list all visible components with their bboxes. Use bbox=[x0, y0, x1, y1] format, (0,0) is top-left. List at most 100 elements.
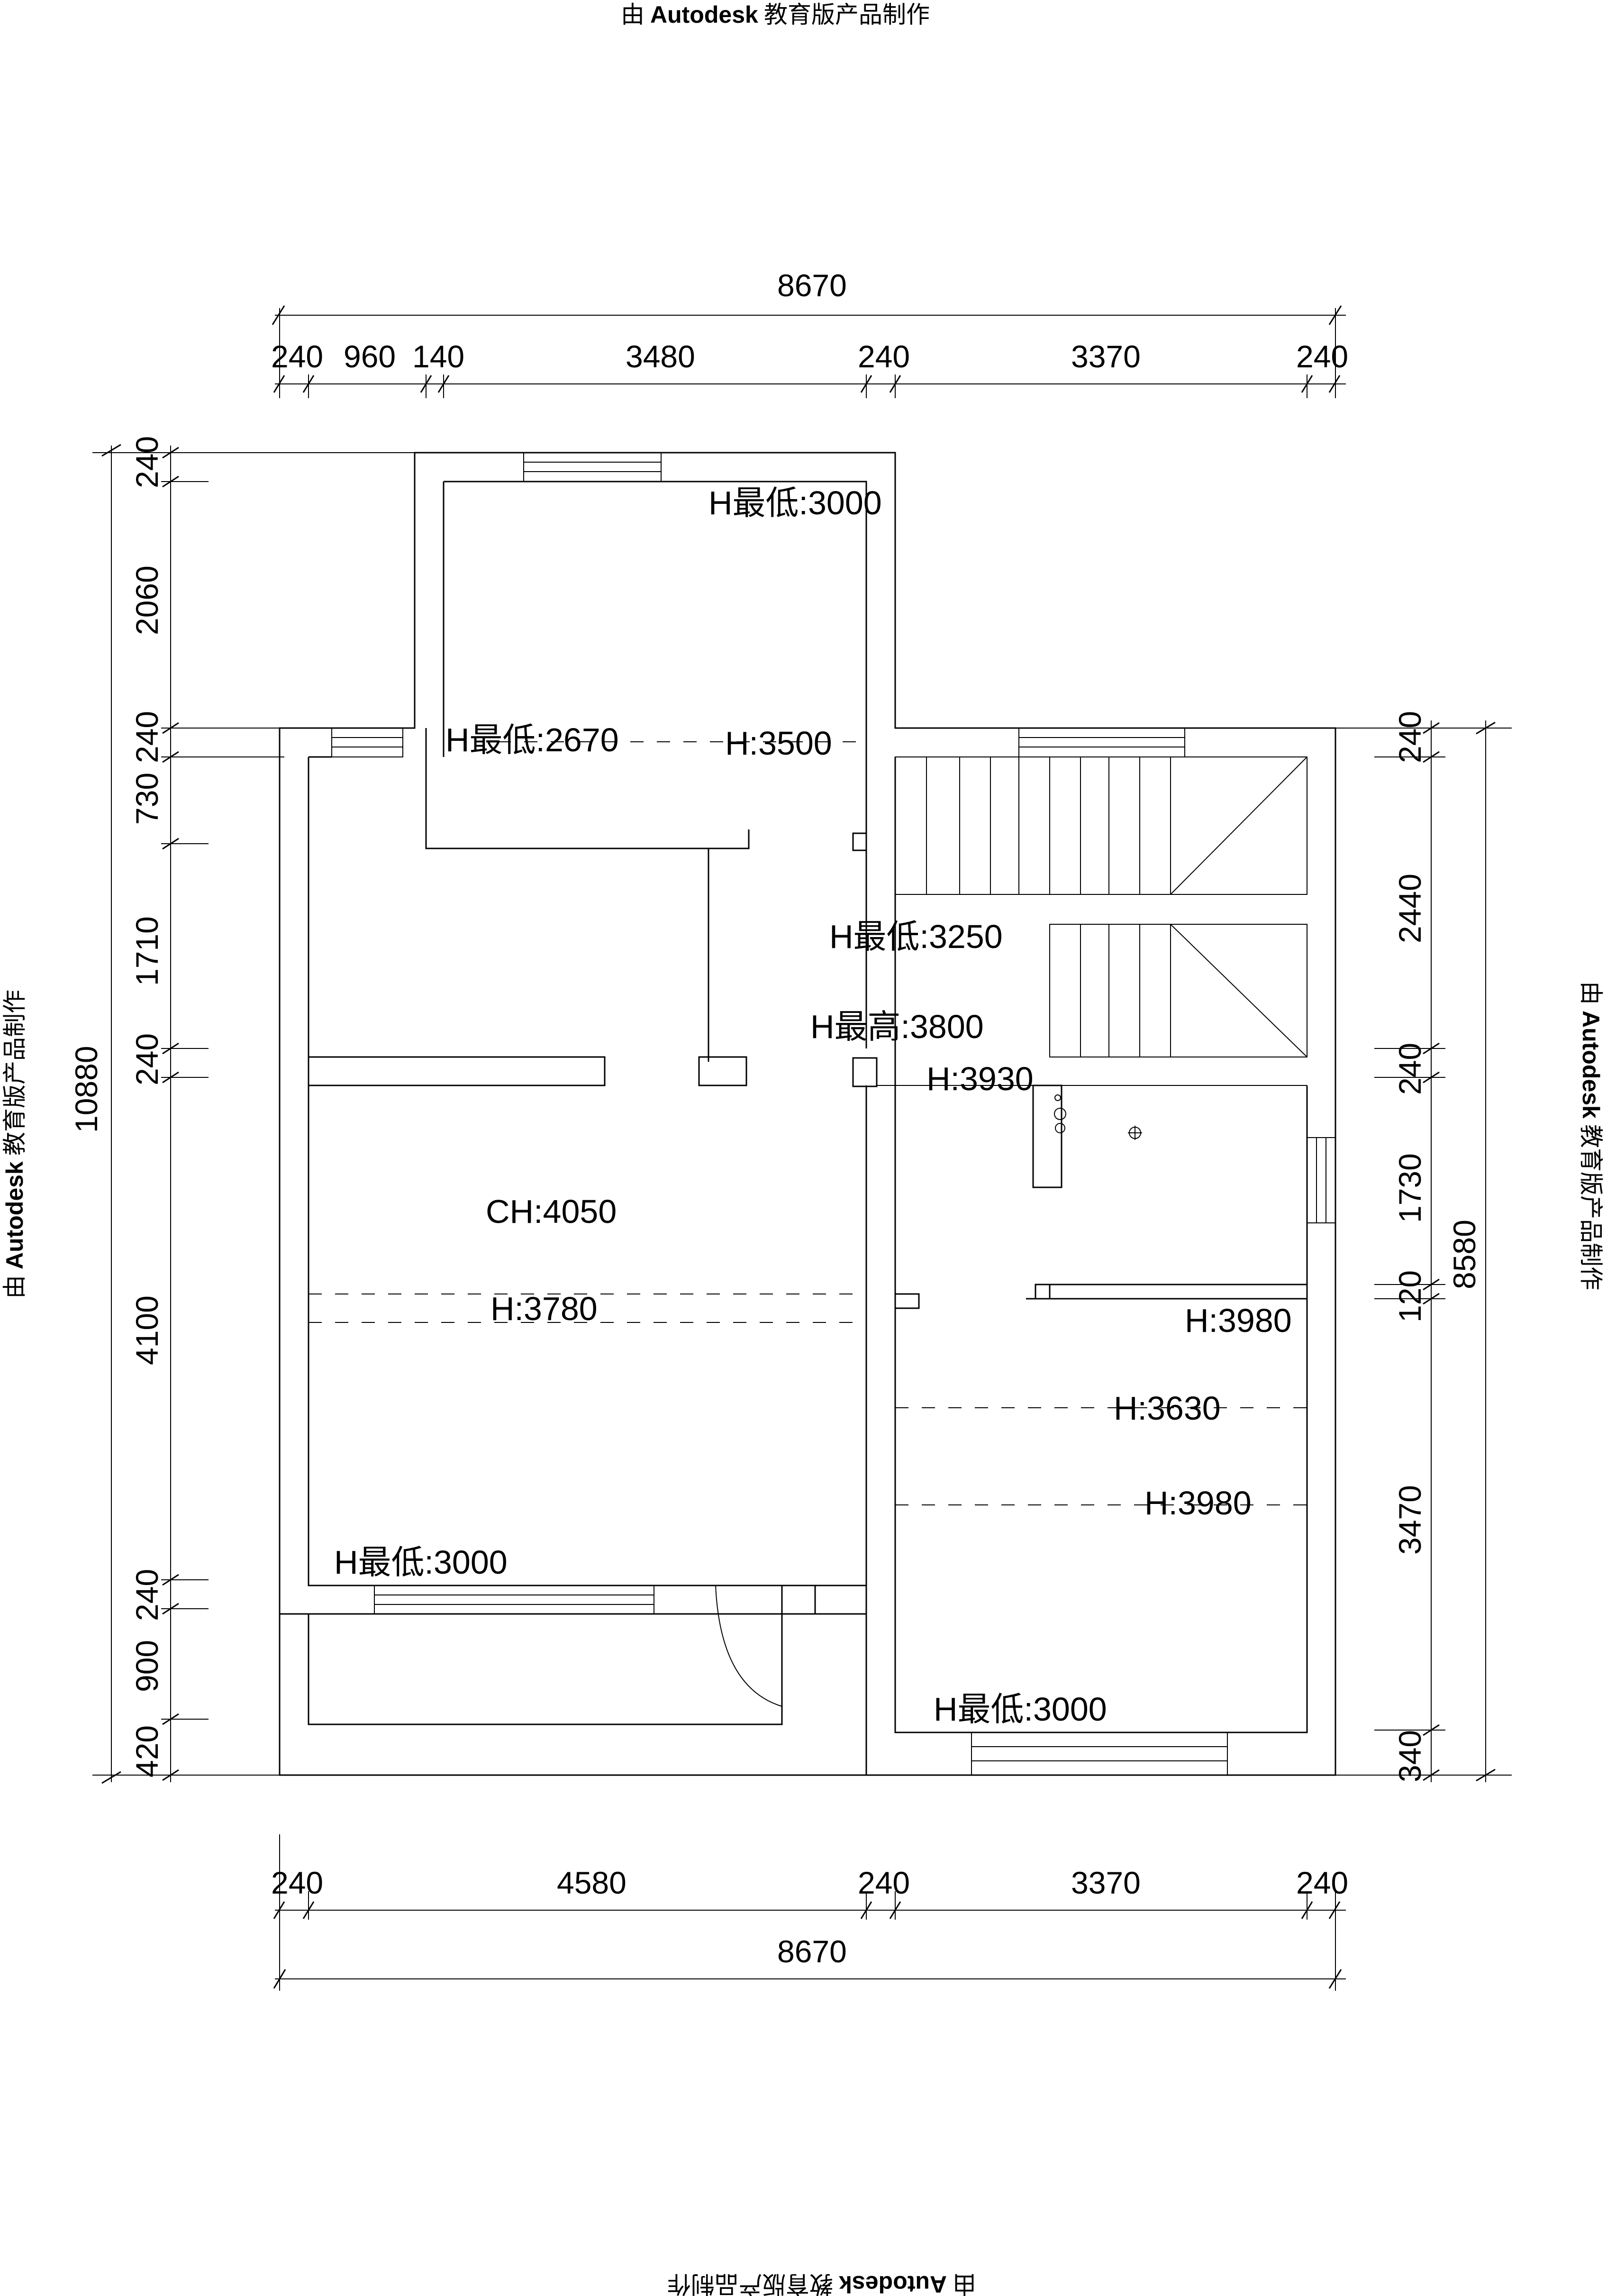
watermark-right: 由 Autodesk 教育版产品制作 bbox=[1578, 981, 1604, 1290]
right-ticks bbox=[1374, 722, 1445, 1781]
left-dim-8: 240 bbox=[129, 1569, 164, 1621]
left-dim-3: 240 bbox=[129, 711, 164, 763]
staircase bbox=[877, 756, 1307, 1086]
watermark-top-prefix: 由 bbox=[621, 1, 645, 28]
windows bbox=[331, 452, 1336, 1776]
walls bbox=[279, 452, 1336, 1776]
bottom-room-wall bbox=[280, 1585, 866, 1725]
label-corridor-min: H最低:2670 bbox=[445, 721, 619, 758]
outer-wall bbox=[279, 452, 1336, 1776]
top-room-wall bbox=[443, 481, 867, 1048]
left-total-dim: 10880 bbox=[69, 1046, 104, 1133]
label-top-room-min: H最低:3000 bbox=[708, 484, 882, 521]
stair-upper-run bbox=[895, 756, 1307, 895]
middle-wall bbox=[865, 757, 1308, 1775]
right-room-wall bbox=[1026, 1284, 1308, 1300]
fixture-dot-3 bbox=[1055, 1123, 1065, 1133]
bottom-total-dim: 8670 bbox=[777, 1934, 847, 1969]
label-stair-max: H最高:3800 bbox=[810, 1008, 984, 1045]
right-dim-4: 1730 bbox=[1392, 1153, 1427, 1223]
column-block bbox=[698, 1056, 747, 1086]
bottom-dim-2: 4580 bbox=[557, 1865, 626, 1900]
bottom-dim-5: 240 bbox=[1296, 1865, 1348, 1900]
window-right-side bbox=[1307, 1137, 1336, 1223]
left-dim-5: 1710 bbox=[129, 916, 164, 986]
top-dim-7: 240 bbox=[1296, 339, 1348, 374]
top-ticks bbox=[272, 305, 1342, 398]
right-dim-7: 340 bbox=[1392, 1730, 1427, 1782]
watermark-right-prefix: 由 bbox=[1578, 981, 1604, 1005]
corridor-niche bbox=[425, 728, 750, 1062]
right-dim-3: 240 bbox=[1392, 1043, 1427, 1095]
label-right-h2: H:3630 bbox=[1114, 1390, 1221, 1427]
fixture-dot-1 bbox=[1054, 1094, 1061, 1101]
watermark-left-brand: Autodesk bbox=[1, 1161, 28, 1269]
stair-landing-diagonal-2 bbox=[1170, 924, 1307, 1057]
height-labels: H最低:3000 H最低:2670 H:3500 H最低:3250 H最高:38… bbox=[334, 484, 1292, 1728]
watermark-top: 由 Autodesk 教育版产品制作 bbox=[621, 1, 930, 28]
window-left-top bbox=[331, 728, 403, 757]
left-dim-4: 730 bbox=[129, 773, 164, 825]
label-corridor-h: H:3500 bbox=[725, 725, 832, 762]
left-dim-1: 240 bbox=[129, 436, 164, 488]
label-stair-min: H最低:3250 bbox=[829, 918, 1003, 955]
top-total-dim: 8670 bbox=[777, 268, 847, 303]
left-ticks bbox=[161, 446, 284, 1781]
watermark-right-suffix: 教育版产品制作 bbox=[1578, 1124, 1604, 1290]
left-dim-7: 4100 bbox=[129, 1295, 164, 1365]
fixture-dot-2 bbox=[1054, 1108, 1066, 1120]
window-bottom-left bbox=[374, 1585, 654, 1614]
watermark-left-suffix: 教育版产品制作 bbox=[1, 990, 28, 1156]
watermark-top-brand: Autodesk bbox=[650, 1, 758, 28]
top-dim-5: 240 bbox=[858, 339, 910, 374]
top-dim-4: 3480 bbox=[626, 339, 695, 374]
top-dim-1: 240 bbox=[271, 339, 323, 374]
bottom-dim-4: 3370 bbox=[1071, 1865, 1141, 1900]
watermark-left-prefix: 由 bbox=[1, 1275, 28, 1299]
left-dim-6: 240 bbox=[129, 1033, 164, 1085]
left-dim-9: 900 bbox=[129, 1640, 164, 1692]
label-bottom-right-min: H最低:3000 bbox=[934, 1691, 1107, 1728]
left-dim-10: 420 bbox=[129, 1725, 164, 1777]
right-dimensions: 240 2440 240 1730 120 3470 340 8580 bbox=[1335, 711, 1512, 1782]
left-dim-2: 2060 bbox=[129, 565, 164, 635]
left-dimensions: 10880 240 2060 240 730 1710 240 4100 240… bbox=[69, 436, 417, 1784]
bottom-dim-3: 240 bbox=[858, 1865, 910, 1900]
label-bottom-left-min: H最低:3000 bbox=[334, 1544, 508, 1581]
top-dim-2: 960 bbox=[344, 339, 396, 374]
door-swing bbox=[715, 1585, 782, 1707]
bottom-dim-1: 240 bbox=[271, 1865, 323, 1900]
top-dim-3: 140 bbox=[412, 339, 464, 374]
watermark-bottom-brand: Autodesk bbox=[839, 2271, 947, 2296]
label-main-h: H:3780 bbox=[490, 1290, 598, 1327]
label-main-ch: CH:4050 bbox=[486, 1193, 617, 1230]
right-dim-2: 2440 bbox=[1392, 874, 1427, 943]
watermark-bottom-prefix: 由 bbox=[953, 2271, 976, 2296]
wall-stub-4 bbox=[1035, 1284, 1051, 1300]
window-top bbox=[523, 452, 662, 482]
wall-stub-1 bbox=[852, 832, 867, 851]
label-right-h1: H:3980 bbox=[1185, 1302, 1292, 1339]
dashed-lines bbox=[309, 741, 1307, 1505]
wall-stub-2 bbox=[852, 1057, 878, 1087]
bottom-dimensions: 240 4580 240 3370 240 8670 bbox=[271, 1834, 1348, 1991]
right-dim-6: 3470 bbox=[1392, 1485, 1427, 1555]
watermark-left: 由 Autodesk 教育版产品制作 bbox=[1, 990, 28, 1299]
label-right-h3: H:3980 bbox=[1144, 1485, 1252, 1522]
watermark-bottom: 由 Autodesk 教育版产品制作 bbox=[667, 2271, 976, 2296]
top-dimensions: 8670 240 960 140 3480 240 3370 240 bbox=[271, 268, 1348, 398]
watermark-right-brand: Autodesk bbox=[1578, 1011, 1604, 1119]
main-partition bbox=[308, 1056, 606, 1086]
right-total-dim: 8580 bbox=[1447, 1220, 1482, 1289]
stair-lower-run bbox=[1049, 924, 1307, 1057]
top-dim-6: 3370 bbox=[1071, 339, 1141, 374]
window-right-top bbox=[1018, 728, 1185, 757]
right-dim-1: 240 bbox=[1392, 711, 1427, 763]
window-bottom-right bbox=[971, 1732, 1228, 1776]
label-stair-h: H:3930 bbox=[926, 1060, 1034, 1097]
right-dim-5: 120 bbox=[1392, 1270, 1427, 1322]
watermark-top-suffix: 教育版产品制作 bbox=[764, 1, 930, 28]
stair-landing-diagonal-1 bbox=[1170, 756, 1307, 895]
main-room-wall bbox=[308, 756, 866, 1586]
